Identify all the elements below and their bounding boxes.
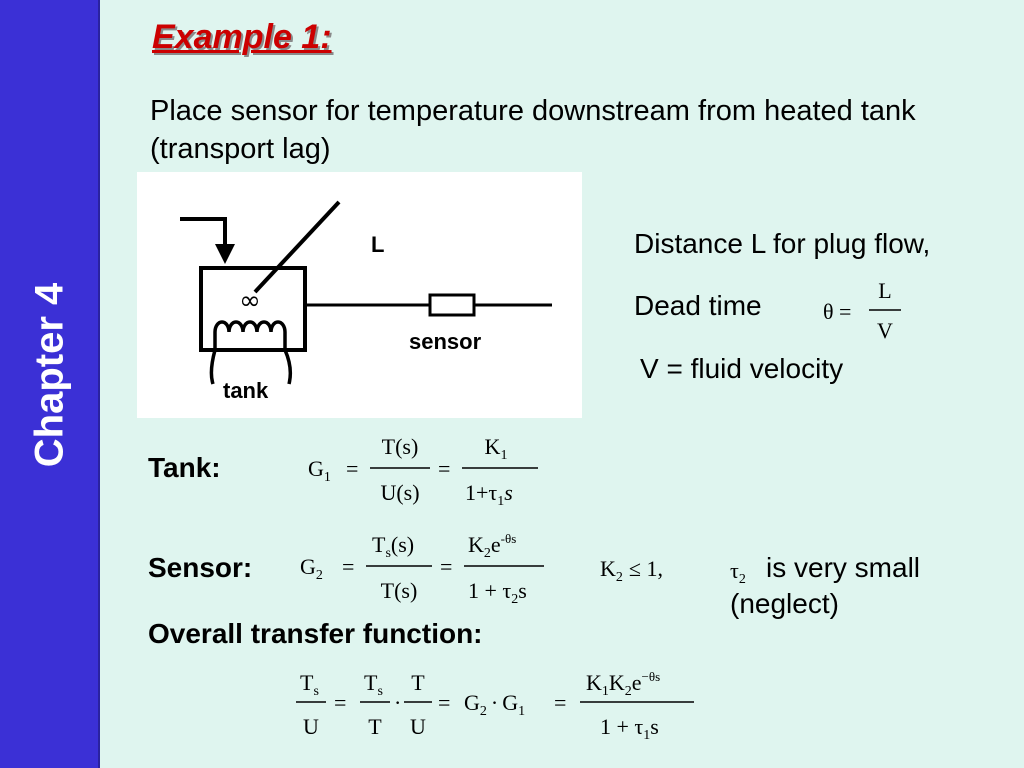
tank-frac1-den: U(s) <box>380 480 419 505</box>
svg-text:=: = <box>554 690 566 715</box>
inlet-arrow-head <box>215 244 235 264</box>
dead-time-den: V <box>877 318 893 343</box>
svg-text:K2≤ 1,: K2≤ 1, <box>600 556 663 585</box>
svg-text:T: T <box>368 714 382 739</box>
sensor-frac1-num: Ts(s) <box>372 532 414 561</box>
inlet-pipe <box>180 217 227 252</box>
sensor-block <box>428 293 476 317</box>
tank-frac2-num: K1 <box>485 434 508 463</box>
dead-time-num: L <box>878 278 891 303</box>
svg-text:τ2: τ2 <box>730 558 746 587</box>
tank-eq2: = <box>438 456 450 481</box>
sensor-eq1: = <box>342 554 354 579</box>
overall-equation: Ts U = Ts T · T U = G2·G1 = K1K2e−θs 1 +… <box>296 669 694 743</box>
sensor-frac2-den: 1 + τ2s <box>468 578 527 607</box>
sensor-frac1-den: T(s) <box>381 578 418 603</box>
k2-constraint: K2≤ 1, <box>600 556 663 585</box>
sidebar: Chapter 4 <box>0 0 100 768</box>
diagram-svg: ∞ L sensor tank <box>180 200 552 403</box>
probe-line <box>253 200 341 294</box>
label-tank: tank <box>223 378 269 403</box>
svg-text:K1K2e−θs: K1K2e−θs <box>586 669 660 699</box>
dead-time-equation: θ = L V <box>823 278 901 343</box>
tank-label: Tank: <box>148 452 221 483</box>
sensor-eq2: = <box>440 554 452 579</box>
sensor-equation: G2 = Ts(s) T(s) = K2e-θs 1 + τ2s <box>300 531 544 607</box>
tank-frac2-den: 1+τ1s <box>465 480 513 509</box>
chapter-title: Chapter 4 <box>27 282 72 468</box>
tank-frac1-num: T(s) <box>382 434 419 459</box>
svg-text:U: U <box>410 714 426 739</box>
velocity-text: V = fluid velocity <box>640 353 844 384</box>
heating-coil <box>213 320 287 350</box>
sensor-frac2-num: K2e-θs <box>468 531 516 561</box>
svg-text:Ts: Ts <box>364 670 383 699</box>
sensor-g: G2 <box>300 554 323 583</box>
slide-title: Example 1: <box>152 18 332 56</box>
svg-text:Ts: Ts <box>300 670 319 699</box>
tank-eq1: = <box>346 456 358 481</box>
tau2-note: is very small <box>766 552 921 583</box>
stirrer-symbol: ∞ <box>239 286 261 316</box>
svg-text:1 + τ1s: 1 + τ1s <box>600 714 659 743</box>
tank-shape <box>199 266 307 352</box>
label-sensor: sensor <box>409 329 482 354</box>
sensor-label: Sensor: <box>148 552 253 583</box>
theta-eq: θ = <box>823 299 851 324</box>
svg-text:=: = <box>438 690 450 715</box>
svg-text:U: U <box>303 714 319 739</box>
svg-text:T: T <box>411 670 425 695</box>
tank-g: G1 <box>308 456 331 485</box>
tank-equation: G1 = T(s) U(s) = K1 1+τ1s <box>308 434 538 509</box>
coil-leads <box>209 349 293 385</box>
tau2-symbol: τ2 <box>730 558 746 587</box>
svg-text:G2·G1: G2·G1 <box>464 690 525 719</box>
label-L: L <box>371 232 384 257</box>
svg-text:=: = <box>334 690 346 715</box>
svg-text:·: · <box>394 690 401 715</box>
tank-sensor-diagram: ∞ L sensor tank <box>137 172 582 418</box>
plug-flow-text: Distance L for plug flow, <box>634 228 931 259</box>
intro-text: Place sensor for temperature downstream … <box>150 95 916 165</box>
dead-time-text: Dead time <box>634 290 762 321</box>
overall-label: Overall transfer function: <box>148 618 483 649</box>
neglect-note: (neglect) <box>730 588 839 619</box>
